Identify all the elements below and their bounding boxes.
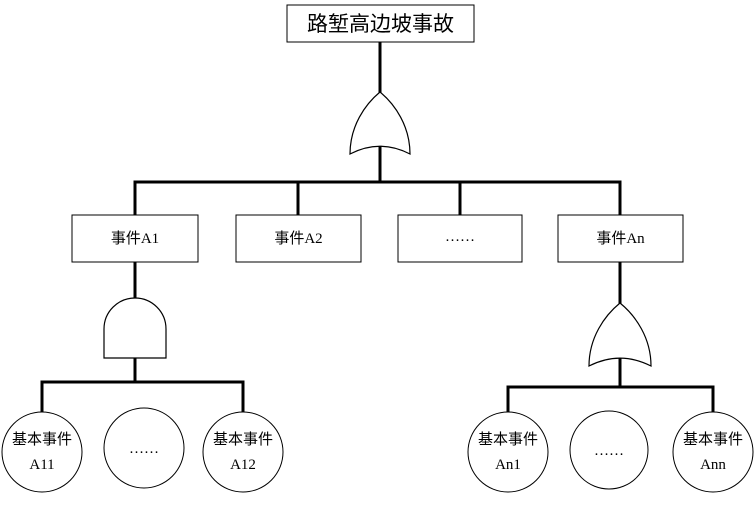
or-gate-icon [349,91,411,155]
event-box [397,214,523,263]
basic-event-ellipsis: …… [103,407,185,489]
basic-event-circle [672,411,754,493]
basic-event-circle [103,407,185,489]
intermediate-events: 事件A1 事件A2 …… 事件An [71,214,684,263]
basic-event-label: 基本事件 [683,431,743,448]
event-label: 事件A2 [274,230,322,247]
basic-event-label: …… [129,441,159,457]
basic-event-ellipsis: …… [569,410,649,490]
event-box [235,214,362,263]
basic-event-label: …… [594,443,624,459]
basic-event-circle [569,410,649,490]
basic-event-circle [1,411,83,493]
basic-event-id: Ann [700,457,726,473]
event-label: 事件An [596,230,645,247]
basic-event-ann: 基本事件 Ann [672,411,754,493]
event-an: 事件An [557,214,684,263]
connector-lines [40,40,715,414]
basic-event-label: 基本事件 [213,431,273,448]
event-ellipsis: …… [397,214,523,263]
event-label: 事件A1 [111,230,159,247]
basic-event-circle [467,411,549,493]
basic-event-a11: 基本事件 A11 [1,411,83,493]
basic-event-id: A12 [230,457,256,473]
and-gate-icon [103,297,167,359]
basic-events-a1: 基本事件 A11 …… 基本事件 A12 [1,407,284,493]
top-event-label: 路堑高边坡事故 [307,12,454,36]
event-label: …… [445,229,475,245]
event-box [557,214,684,263]
top-event: 路堑高边坡事故 [286,4,475,43]
event-a1: 事件A1 [71,214,199,263]
top-event-box [286,4,475,43]
basic-event-id: A11 [29,457,54,473]
basic-events-an: 基本事件 An1 …… 基本事件 Ann [467,410,754,493]
basic-event-label: 基本事件 [12,431,72,448]
basic-event-label: 基本事件 [478,431,538,448]
event-box [71,214,199,263]
or-gate-icon [588,302,652,367]
event-a2: 事件A2 [235,214,362,263]
basic-event-circle [202,411,284,493]
basic-event-an1: 基本事件 An1 [467,411,549,493]
basic-event-a12: 基本事件 A12 [202,411,284,493]
basic-event-id: An1 [495,457,521,473]
